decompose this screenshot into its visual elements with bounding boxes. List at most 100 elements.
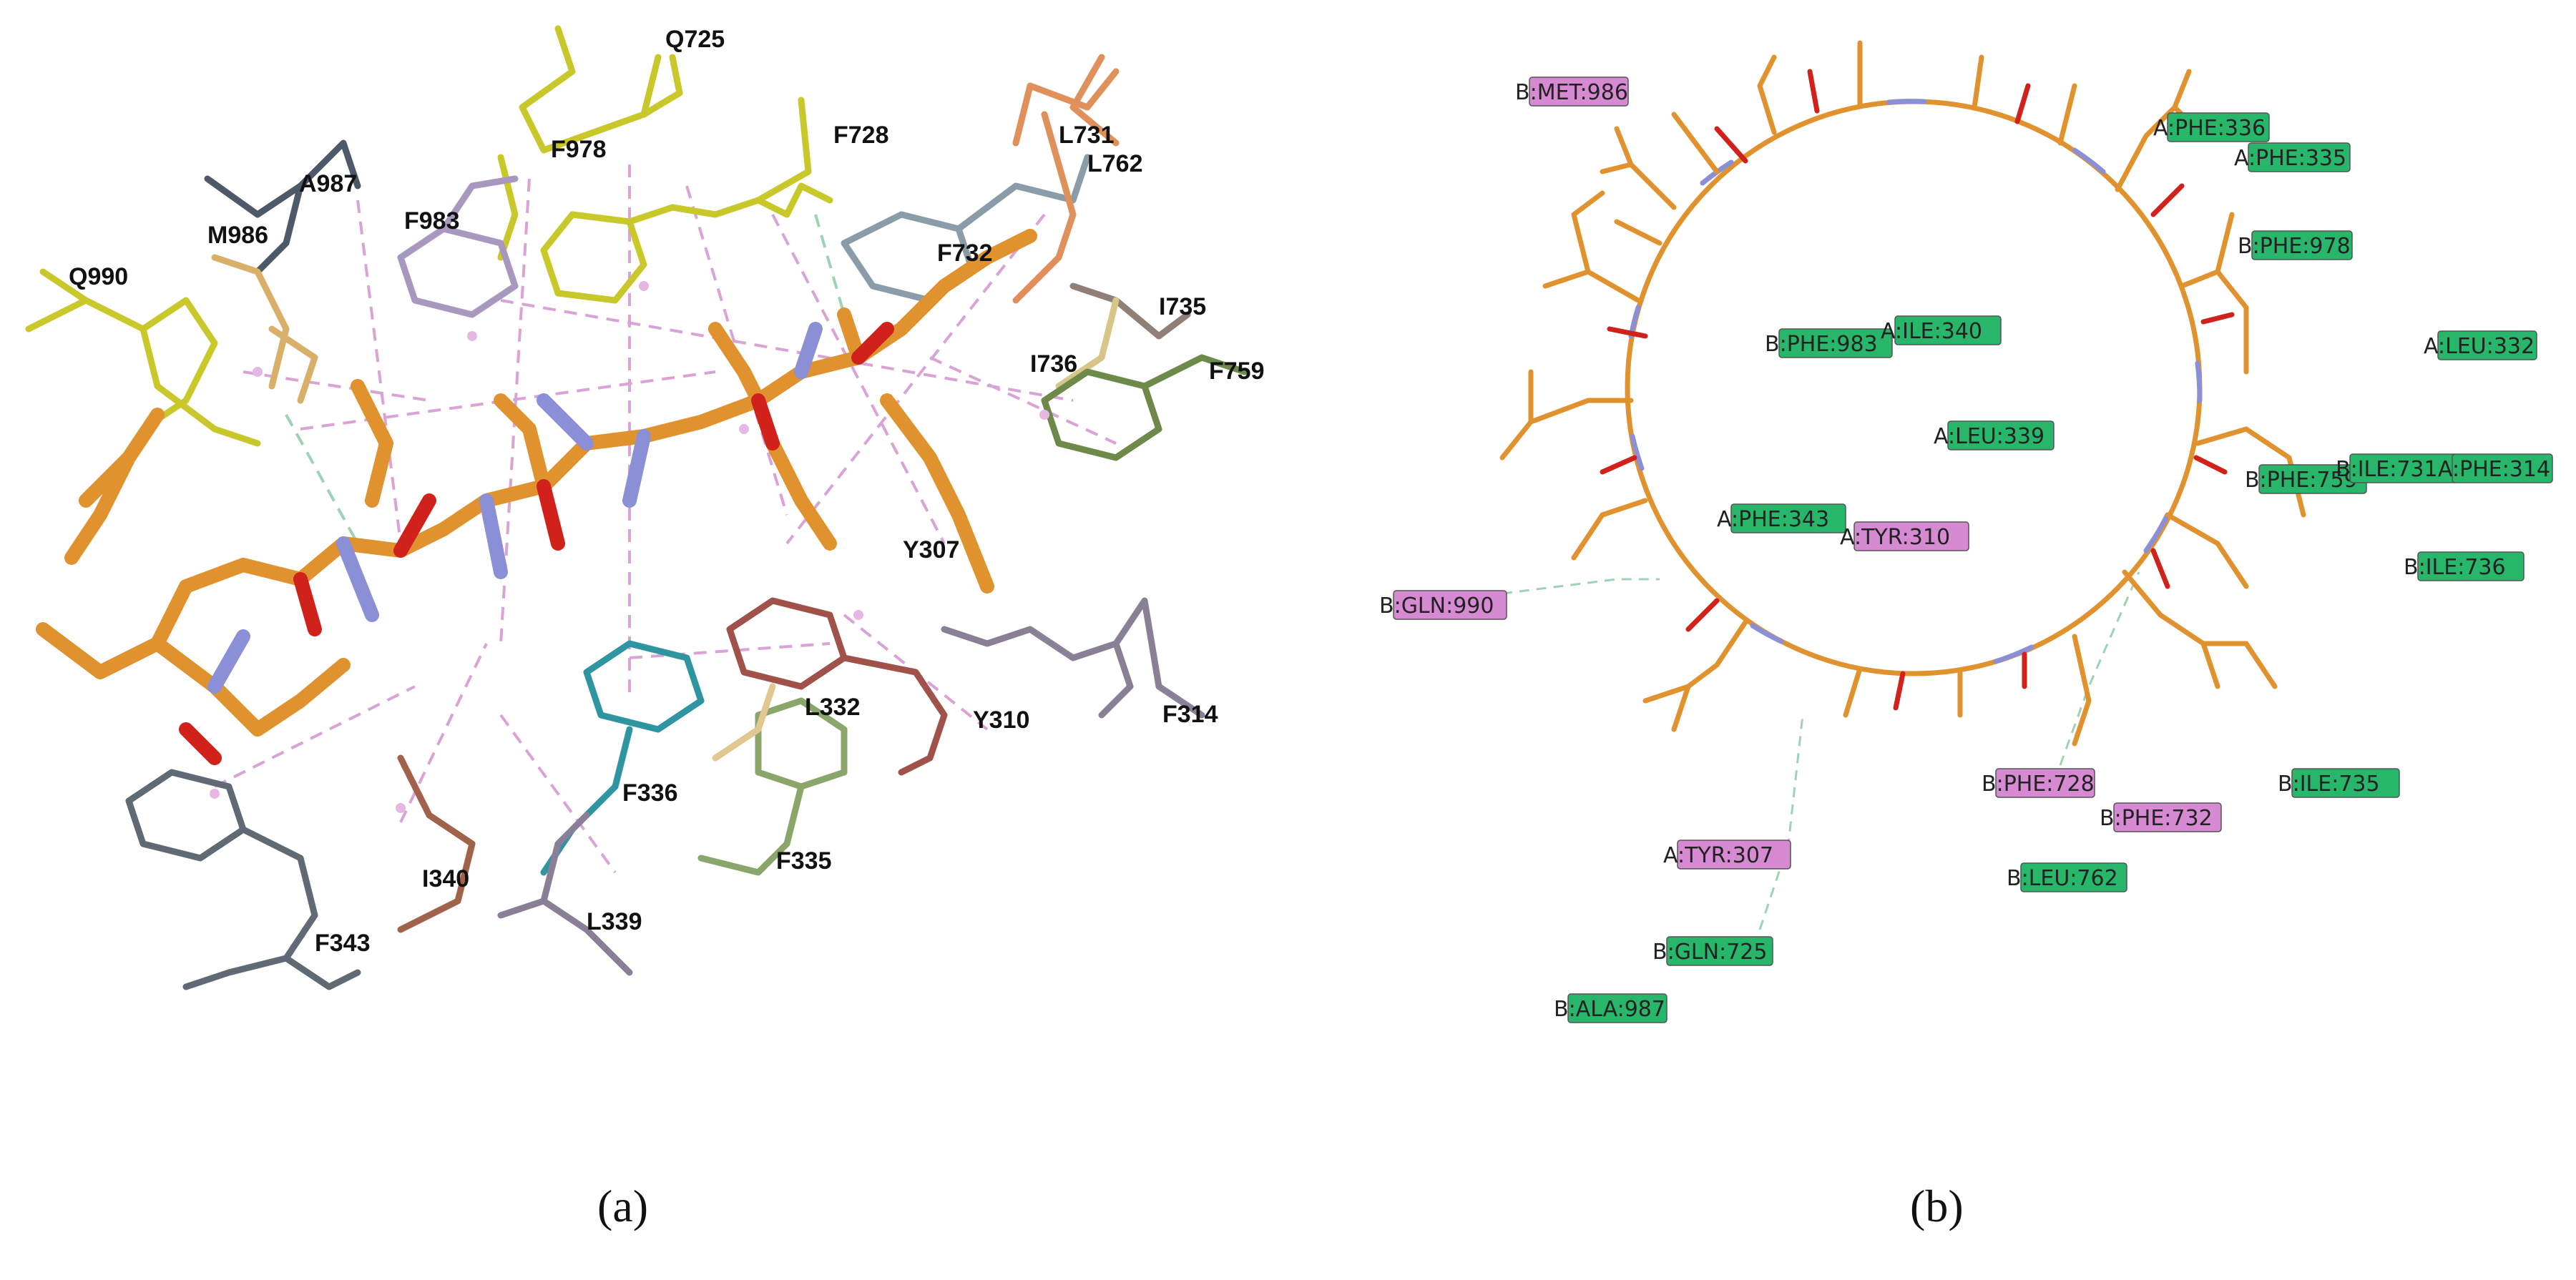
residue-tag-label: A:LEU:339 — [1934, 424, 2044, 449]
residue-tag-box — [2251, 230, 2353, 260]
residue-label: L762 — [1087, 150, 1143, 177]
residue-label: I736 — [1030, 350, 1077, 378]
residue-sticks — [25, 25, 1248, 990]
residue-tag: B:PHE:732 — [2100, 802, 2222, 832]
residue-tag-label: B:ILE:736 — [2404, 555, 2506, 580]
residue-label: Y310 — [973, 707, 1029, 734]
residue-label: Y307 — [903, 536, 959, 563]
residue-tag-label: A:TYR:307 — [1663, 843, 1773, 868]
residue-tag-box — [1393, 590, 1507, 620]
residue-tag: A:TYR:307 — [1663, 840, 1791, 870]
carbonyl-oxygens — [1600, 69, 2235, 711]
residue-tag-label: A:TYR:310 — [1840, 525, 1950, 550]
residue-tag: B:LEU:762 — [2007, 862, 2127, 892]
residue-label: L332 — [805, 694, 861, 721]
residue-tag-label: B:PHE:759 — [2245, 468, 2358, 493]
residue-tag: A:TYR:310 — [1840, 521, 1969, 551]
residue-tag-box — [1567, 993, 1667, 1023]
residue-tag-box — [2417, 551, 2524, 581]
residue-tag-box — [2248, 142, 2351, 172]
residue-label: F728 — [833, 122, 889, 149]
residue-label: I340 — [422, 865, 469, 892]
interaction-lines — [214, 164, 1117, 874]
ligand-peptide — [36, 229, 1037, 765]
residue-label: A987 — [299, 170, 357, 197]
residue-label: F314 — [1162, 701, 1218, 728]
caption-b: (b) — [1910, 1181, 1964, 1231]
residue-tag: B:PHE:983 — [1765, 328, 1893, 358]
residue-tag-label: B:PHE:983 — [1765, 332, 1878, 357]
residue-tags: B:MET:986A:PHE:336A:PHE:335B:PHE:978A:LE… — [1379, 77, 2553, 1023]
residue-tag-label: B:PHE:728 — [1982, 772, 2095, 797]
residue-tag-label: B:LEU:762 — [2007, 866, 2118, 891]
residue-label: M986 — [207, 222, 268, 249]
residue-label: L731 — [1059, 122, 1115, 149]
residue-label: F759 — [1209, 358, 1265, 385]
residue-tag-label: A:LEU:332 — [2424, 334, 2535, 359]
residue-tag-label: A:PHE:343 — [1717, 507, 1829, 532]
residue-label: Q725 — [665, 26, 725, 53]
residue-tag-label: B:GLN:990 — [1379, 594, 1494, 619]
ring-side-chains — [1499, 40, 2306, 747]
residue-tag: B:MET:986 — [1515, 77, 1629, 107]
residue-tag: B:ALA:987 — [1554, 993, 1667, 1023]
residue-tag-box — [2437, 330, 2537, 360]
residue-tag-label: A:PHE:336 — [2153, 116, 2266, 141]
residue-tag-label: B:MET:986 — [1515, 80, 1628, 105]
residue-tag-box — [2167, 112, 2270, 142]
residue-labels: Q725 F728 L731 L762 F978 A987 F983 M986 … — [69, 26, 1265, 957]
residue-tag: A:LEU:332 — [2424, 330, 2537, 360]
residue-label: I735 — [1159, 293, 1206, 320]
residue-tag: A:ILE:340 — [1881, 315, 2002, 345]
residue-tag-box — [1677, 840, 1791, 870]
residue-label: F983 — [404, 207, 460, 235]
residue-tag-box — [1778, 328, 1893, 358]
residue-tag-box — [1730, 503, 1846, 533]
residue-label: L339 — [587, 908, 642, 935]
residue-tag: B:ILE:736 — [2404, 551, 2524, 581]
residue-tag-label: B:ILE:735 — [2278, 772, 2380, 797]
residue-tag-box — [2452, 453, 2553, 483]
macrocycle-ring — [1625, 99, 2203, 676]
residue-tag: B:PHE:978 — [2238, 230, 2353, 260]
residue-tag-label: B:ILE:731 — [2336, 457, 2438, 482]
residue-tag-box — [1666, 936, 1773, 966]
residue-tag: A:LEU:339 — [1934, 420, 2055, 451]
residue-tag-label: B:PHE:978 — [2238, 234, 2351, 259]
residue-tag: B:ILE:735 — [2278, 768, 2400, 798]
residue-tag: B:ILE:731 — [2336, 453, 2458, 483]
residue-tag-box — [1947, 420, 2055, 451]
residue-tag-box — [1853, 521, 1969, 551]
caption-a: (a) — [597, 1181, 649, 1231]
residue-tag-label: A:ILE:340 — [1881, 319, 1982, 344]
residue-label: Q990 — [69, 263, 128, 290]
residue-tag: B:GLN:725 — [1652, 936, 1773, 966]
interaction-centroids — [210, 281, 1049, 813]
residue-tag: A:PHE:336 — [2153, 112, 2270, 142]
residue-tag: B:PHE:759 — [2245, 464, 2367, 494]
panel-a-3d-binding-pose: Q725 F728 L731 L762 F978 A987 F983 M986 … — [25, 25, 1265, 1231]
residue-label: F336 — [622, 779, 678, 807]
residue-tag-label: A:PHE:314 — [2438, 457, 2550, 482]
residue-tag-box — [2113, 802, 2222, 832]
residue-tag-box — [1995, 768, 2095, 798]
residue-label: F335 — [776, 847, 832, 875]
residue-tag: A:PHE:314 — [2438, 453, 2553, 483]
residue-label: F978 — [551, 136, 607, 163]
residue-tag-box — [2291, 768, 2400, 798]
residue-tag-label: B:GLN:725 — [1652, 940, 1767, 965]
residue-tag-label: A:PHE:335 — [2234, 146, 2346, 171]
residue-tag: B:PHE:728 — [1982, 768, 2095, 798]
residue-tag-box — [1529, 77, 1629, 107]
residue-tag-label: B:ALA:987 — [1554, 997, 1665, 1022]
residue-tag: A:PHE:343 — [1717, 503, 1846, 533]
residue-tag-box — [2020, 862, 2127, 892]
residue-tag-label: B:PHE:732 — [2100, 806, 2213, 831]
residue-label: F343 — [315, 930, 371, 957]
interaction-map: B:MET:986A:PHE:336A:PHE:335B:PHE:978A:LE… — [1379, 40, 2553, 1023]
residue-tag: B:GLN:990 — [1379, 590, 1507, 620]
residue-tag-box — [1894, 315, 2002, 345]
binding-pose-structure: Q725 F728 L731 L762 F978 A987 F983 M986 … — [25, 25, 1265, 990]
residue-label: F732 — [937, 240, 993, 267]
